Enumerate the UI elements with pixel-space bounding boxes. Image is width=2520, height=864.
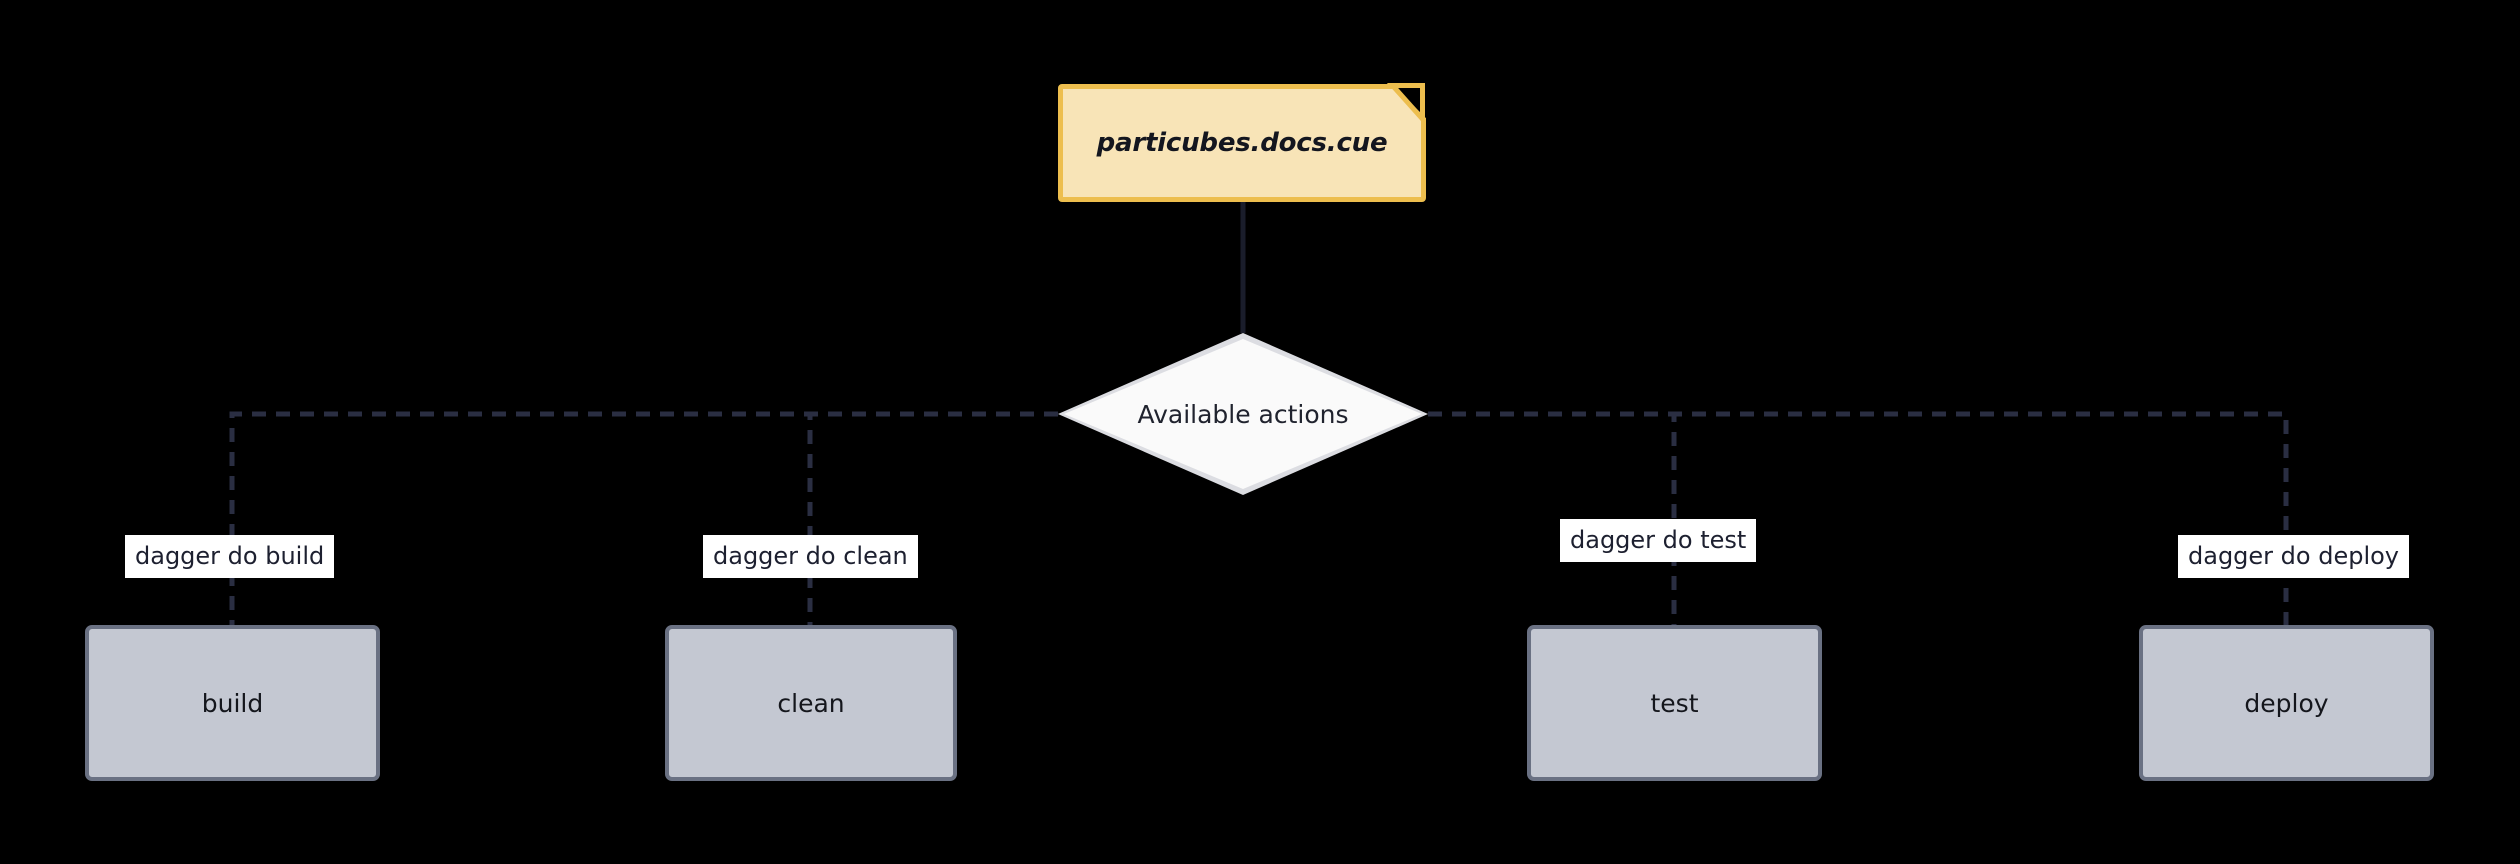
decision-node-label: Available actions	[1137, 399, 1349, 429]
edge-label-dagger-do-build: dagger do build	[125, 535, 335, 578]
action-node-deploy-label: deploy	[2244, 688, 2329, 718]
note-shape	[1058, 84, 1426, 202]
note-label: particubes.docs.cue	[1096, 128, 1388, 158]
note-node-particubes-docs-cue[interactable]: particubes.docs.cue	[1058, 83, 1426, 202]
edge-decision-to-clean	[807, 411, 1058, 625]
action-node-clean[interactable]: clean	[665, 625, 957, 781]
action-node-clean-label: clean	[777, 688, 845, 718]
edge-decision-to-build	[229, 411, 1058, 625]
action-node-build-label: build	[201, 688, 264, 718]
edge-label-dagger-do-clean: dagger do clean	[703, 535, 918, 578]
edge-label-dagger-do-test: dagger do test	[1560, 519, 1757, 562]
action-node-deploy[interactable]: deploy	[2139, 625, 2434, 781]
action-node-build[interactable]: build	[85, 625, 380, 781]
edge-decision-to-deploy	[1428, 411, 2289, 625]
decision-node-available-actions[interactable]: Available actions	[1058, 333, 1428, 495]
action-node-test-label: test	[1650, 688, 1699, 718]
action-node-test[interactable]: test	[1527, 625, 1822, 781]
edge-label-dagger-do-deploy: dagger do deploy	[2178, 535, 2410, 578]
